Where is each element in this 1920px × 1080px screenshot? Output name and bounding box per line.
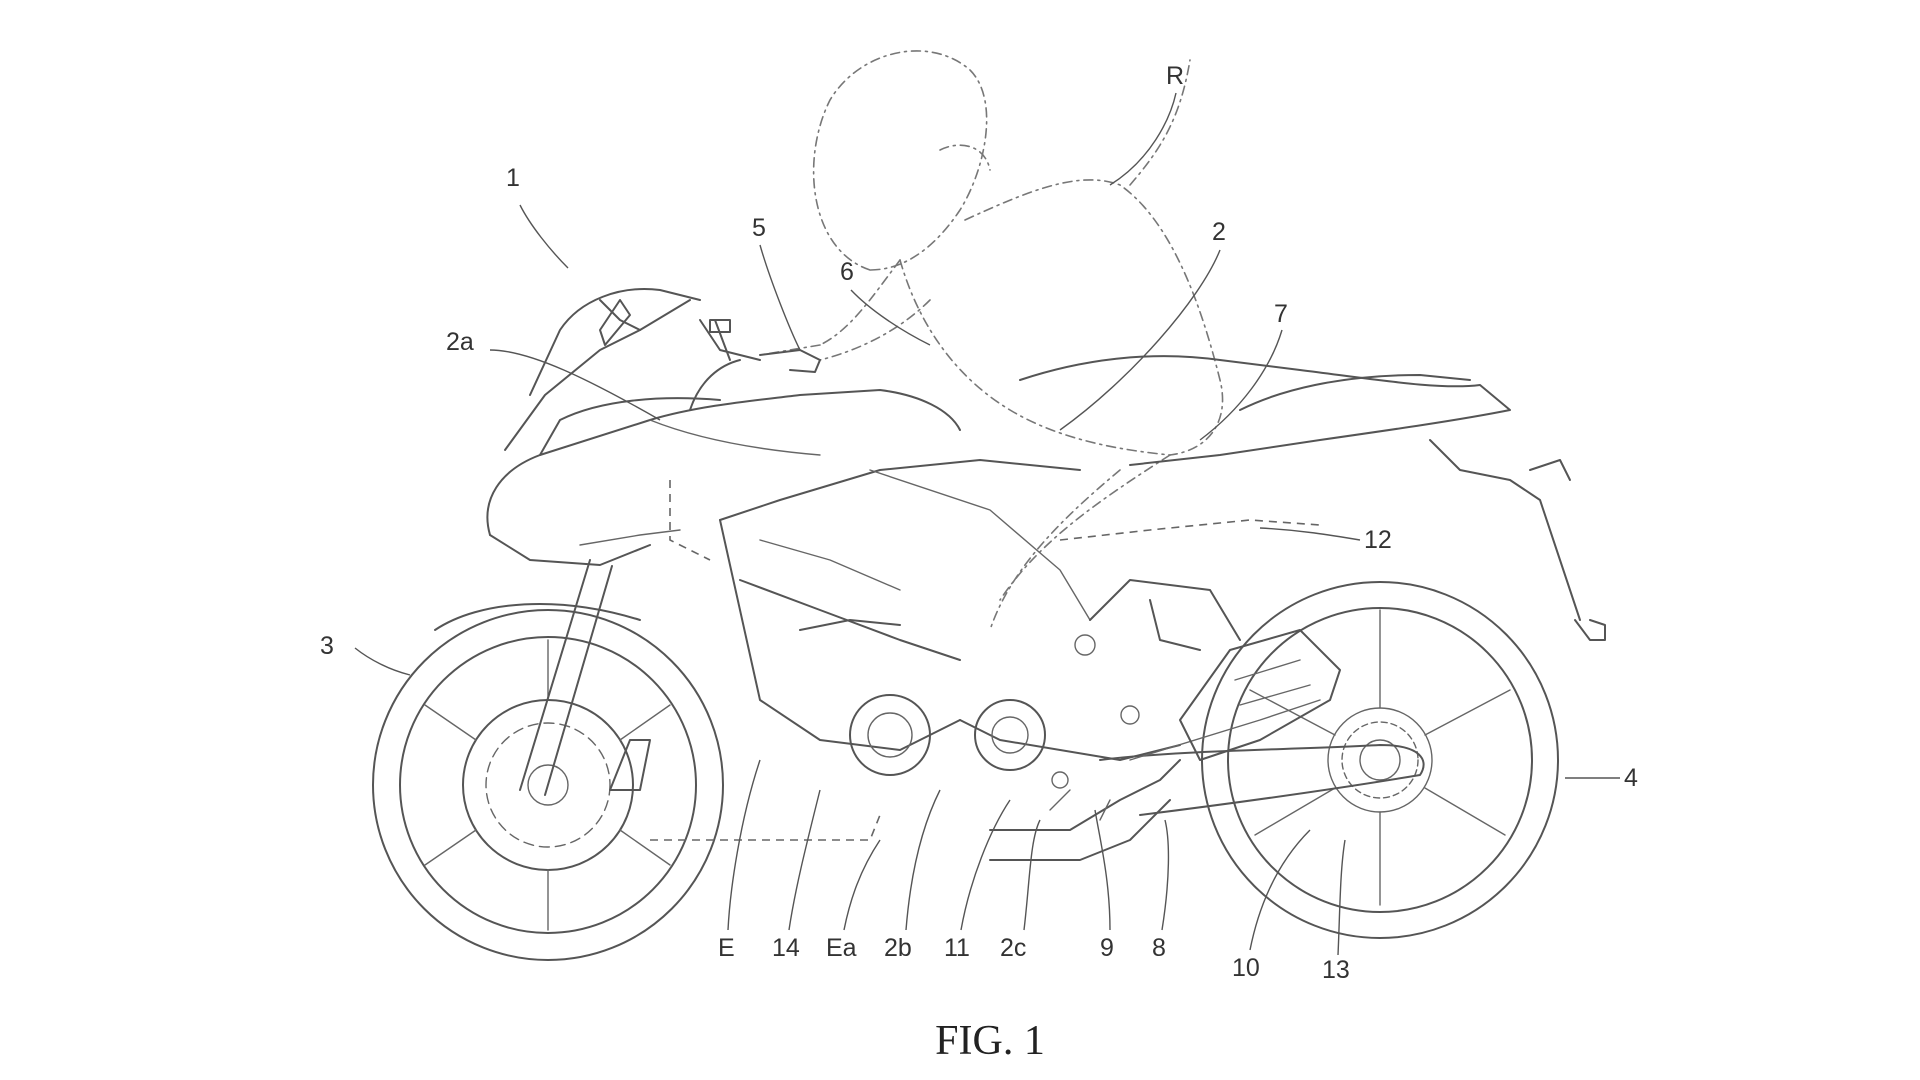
rider-phantom-outline bbox=[760, 51, 1223, 630]
cockpit-parts bbox=[530, 289, 820, 410]
fairing-body bbox=[487, 300, 1605, 760]
ref-label-8: 8 bbox=[1152, 934, 1166, 962]
rear-wheel bbox=[1202, 582, 1558, 938]
ref-label-4: 4 bbox=[1624, 764, 1638, 792]
ref-label-14: 14 bbox=[772, 934, 800, 962]
ref-label-Ea: Ea bbox=[826, 934, 857, 962]
ref-label-2: 2 bbox=[1212, 218, 1226, 246]
ref-label-2b: 2b bbox=[884, 934, 912, 962]
ref-label-11: 11 bbox=[944, 934, 970, 962]
ref-label-9: 9 bbox=[1100, 934, 1114, 962]
leader-lines bbox=[355, 93, 1620, 955]
ref-label-10: 10 bbox=[1232, 954, 1260, 982]
figure-caption: FIG. 1 bbox=[935, 1018, 1045, 1064]
ref-label-2a: 2a bbox=[446, 328, 474, 356]
ref-label-1: 1 bbox=[506, 164, 520, 192]
ref-label-3: 3 bbox=[320, 632, 334, 660]
ref-label-13: 13 bbox=[1322, 956, 1350, 984]
ref-label-7: 7 bbox=[1274, 300, 1288, 328]
engine-frame bbox=[650, 480, 1424, 860]
reference-labels: 1 R 5 6 2 7 2a 12 3 4 E 14 Ea 2b 11 2c 9… bbox=[320, 62, 1638, 984]
ref-label-R: R bbox=[1166, 62, 1184, 90]
ref-label-E: E bbox=[718, 934, 735, 962]
ref-label-6: 6 bbox=[840, 258, 854, 286]
ref-label-2c: 2c bbox=[1000, 934, 1026, 962]
ref-label-12: 12 bbox=[1364, 526, 1392, 554]
ref-label-5: 5 bbox=[752, 214, 766, 242]
